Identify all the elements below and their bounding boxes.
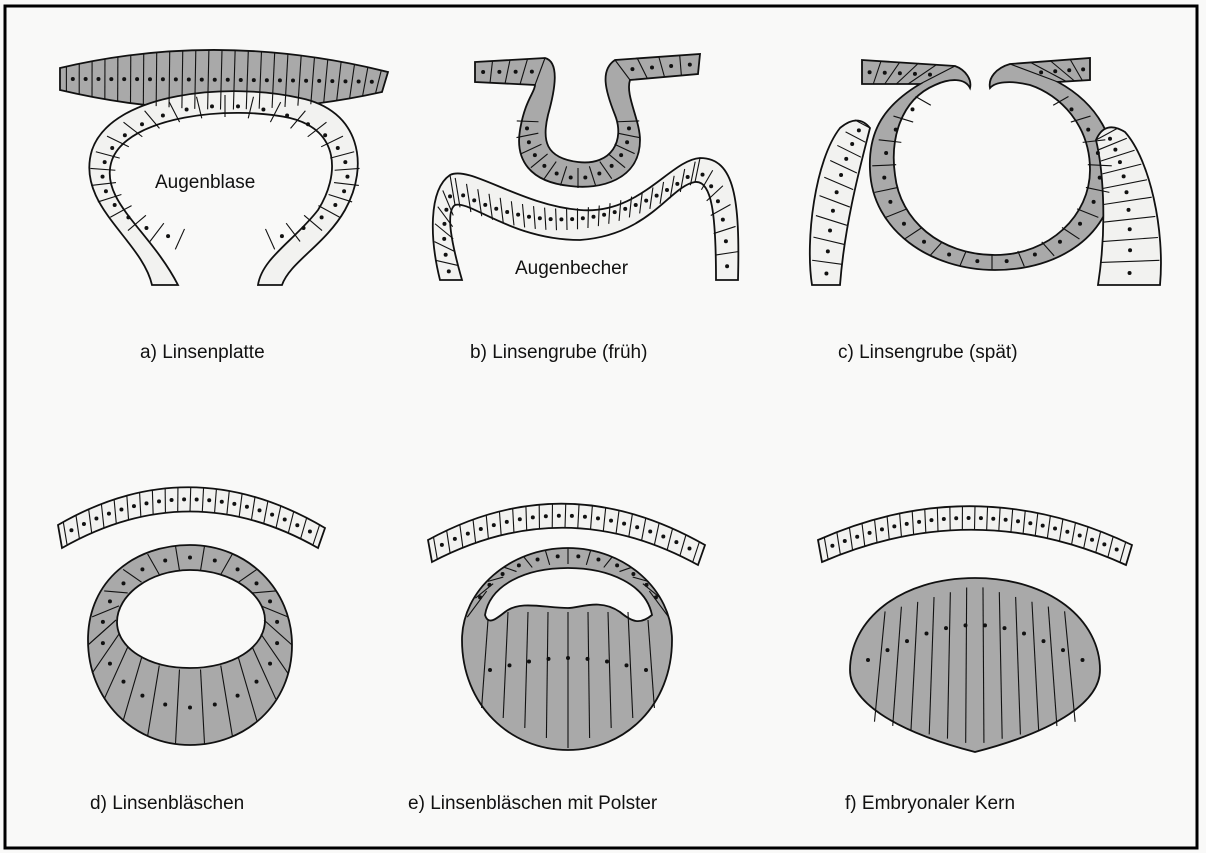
- lens-cushion: [462, 548, 672, 750]
- caption-b: b) Linsengrube (früh): [470, 342, 647, 364]
- lens-pit-early: [475, 54, 700, 187]
- lens-vesicle-wall: [88, 545, 292, 745]
- caption-c: c) Linsengrube (spät): [838, 342, 1018, 364]
- inner-label-b: Augenbecher: [515, 258, 629, 279]
- inner-label-a: Augenblase: [155, 172, 255, 193]
- caption-a: a) Linsenplatte: [140, 342, 265, 364]
- embryonic-nucleus: [850, 578, 1100, 752]
- caption-d: d) Linsenbläschen: [90, 793, 244, 815]
- caption-e: e) Linsenbläschen mit Polster: [408, 793, 657, 815]
- caption-f: f) Embryonaler Kern: [845, 793, 1015, 815]
- lens-pit-late: [862, 58, 1115, 270]
- panel-c-drawing: [810, 58, 1161, 285]
- panel-b-drawing: [433, 54, 739, 280]
- panel-e-drawing: [428, 504, 705, 750]
